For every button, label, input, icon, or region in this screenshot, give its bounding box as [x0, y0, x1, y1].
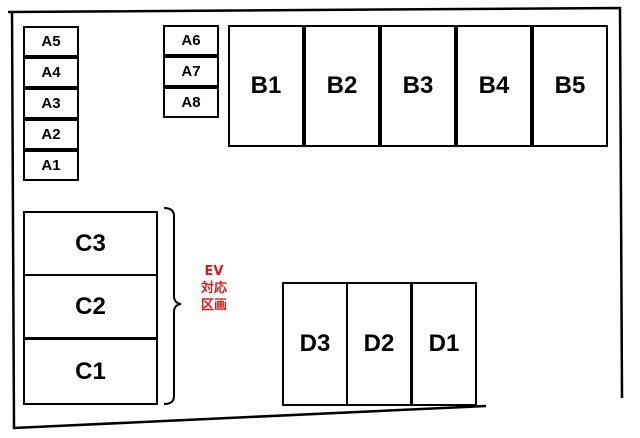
slot-a4[interactable]: A4 — [23, 57, 79, 88]
slot-d3[interactable]: D3 — [282, 282, 348, 406]
slot-a2[interactable]: A2 — [23, 119, 79, 150]
slot-a8[interactable]: A8 — [163, 87, 219, 118]
slot-d2[interactable]: D2 — [346, 282, 412, 406]
ev-label-line1: EV — [204, 264, 224, 279]
slot-b4[interactable]: B4 — [456, 25, 532, 147]
slot-a7[interactable]: A7 — [163, 56, 219, 87]
slot-a6[interactable]: A6 — [163, 25, 219, 56]
slot-a1[interactable]: A1 — [23, 150, 79, 181]
slot-b2[interactable]: B2 — [304, 25, 380, 147]
slot-c3[interactable]: C3 — [23, 211, 158, 276]
slot-d1[interactable]: D1 — [411, 282, 477, 406]
slot-b1[interactable]: B1 — [228, 25, 304, 147]
ev-area-label: EV 対応 区画 — [192, 263, 236, 314]
ev-label-line3: 区画 — [200, 298, 227, 313]
slot-c1[interactable]: C1 — [23, 338, 158, 405]
slot-a3[interactable]: A3 — [23, 88, 79, 119]
slot-c2[interactable]: C2 — [23, 274, 158, 339]
slot-a5[interactable]: A5 — [23, 26, 79, 57]
slot-b3[interactable]: B3 — [380, 25, 456, 147]
ev-bracket — [163, 207, 182, 405]
ev-label-line2: 対応 — [200, 281, 227, 296]
slot-b5[interactable]: B5 — [532, 25, 608, 147]
